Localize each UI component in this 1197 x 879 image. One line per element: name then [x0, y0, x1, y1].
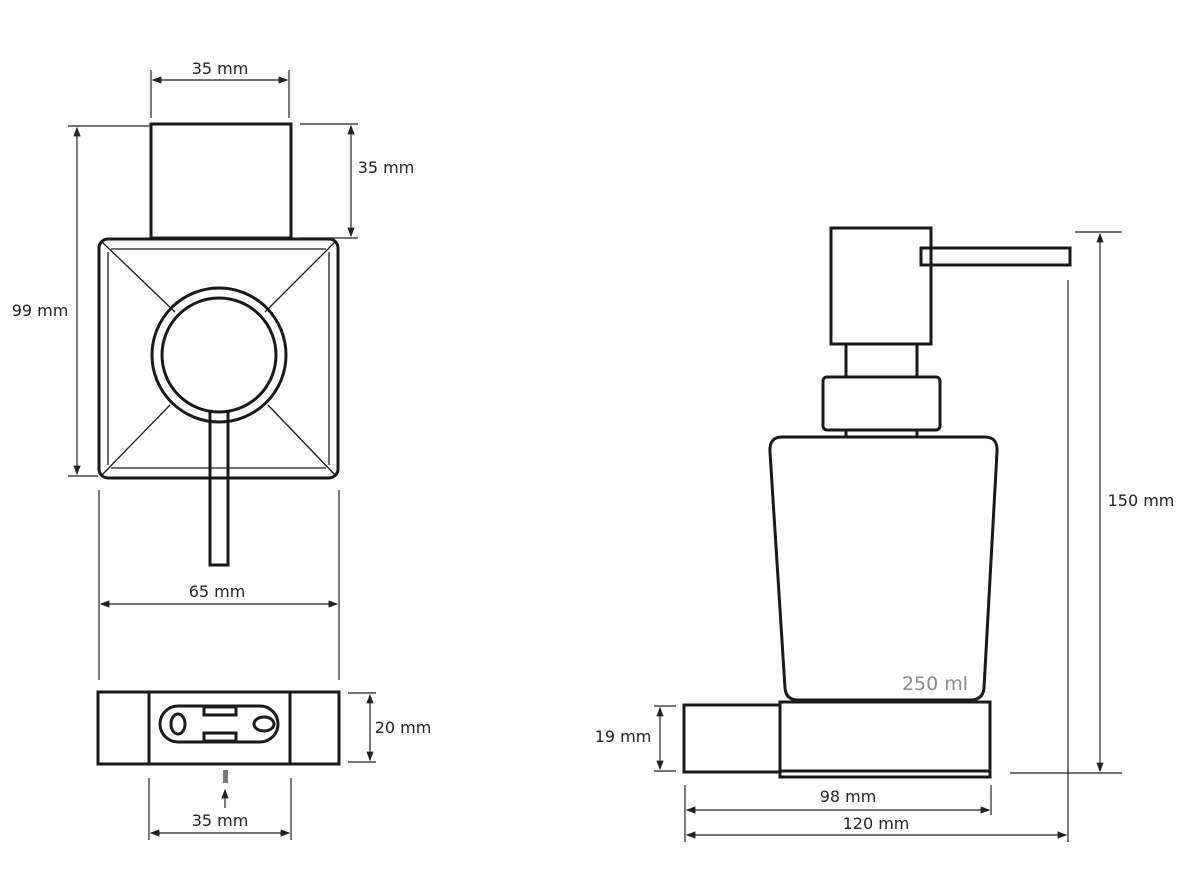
bottom-view: 20 mm 35 mm [96, 690, 432, 840]
dim-plate-width: 65 mm [189, 582, 246, 601]
holder-ring-inner [160, 296, 278, 414]
plate-bevel-lines [100, 240, 337, 477]
pump-head [829, 226, 933, 346]
capacity-label: 250 ml [902, 673, 968, 695]
holder-ring-outer [150, 286, 288, 424]
dim-total-depth: 120 mm [843, 814, 910, 833]
side-view: 250 ml 19 mm 150 mm 98 mm 120 mm [595, 226, 1175, 842]
wall-stem [149, 122, 293, 240]
dim-bottle-depth: 98 mm [820, 787, 877, 806]
dim-stem-width: 35 mm [192, 59, 249, 78]
bottle [768, 435, 999, 702]
pump-spout [919, 246, 1072, 267]
wall-plate [97, 237, 340, 480]
dim-total-height-side: 150 mm [1108, 491, 1175, 510]
front-view: 35 mm 35 mm 99 mm 65 mm [12, 59, 415, 680]
dim-bracket-height: 20 mm [375, 718, 432, 737]
dim-screw-spacing: 35 mm [192, 811, 249, 830]
dim-total-height: 99 mm [12, 301, 69, 320]
wall-bracket-side [682, 703, 782, 774]
screw-hole [252, 715, 276, 733]
holder-arm [208, 410, 230, 567]
bottle-base [778, 700, 992, 779]
screw-hole [169, 712, 187, 736]
mounting-slot [158, 704, 280, 744]
pump-neck [844, 342, 919, 379]
pump-collar [821, 375, 942, 432]
screw-icon [223, 770, 228, 783]
dim-stem-height: 35 mm [358, 158, 415, 177]
bracket-body [96, 690, 341, 766]
dim-base-height: 19 mm [595, 727, 652, 746]
